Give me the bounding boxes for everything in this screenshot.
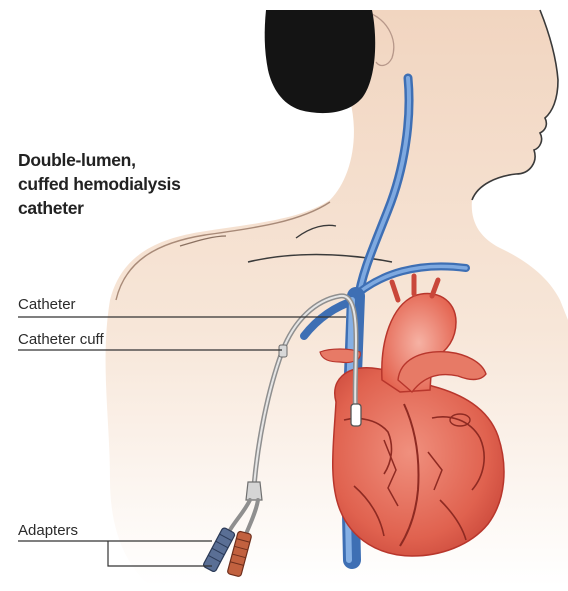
catheter-label: Catheter — [18, 296, 76, 313]
catheter-cuff — [279, 345, 287, 357]
catheter-hub — [246, 482, 262, 500]
catheter-tip — [351, 404, 361, 426]
title-line-2: cuffed hemodialysis — [18, 172, 181, 196]
catheter-cuff-label: Catheter cuff — [18, 331, 104, 348]
diagram-title: Double-lumen, cuffed hemodialysis cathet… — [18, 148, 181, 220]
adapters-label: Adapters — [18, 522, 78, 539]
title-line-3: catheter — [18, 196, 181, 220]
title-line-1: Double-lumen, — [18, 148, 181, 172]
hair — [265, 10, 376, 113]
